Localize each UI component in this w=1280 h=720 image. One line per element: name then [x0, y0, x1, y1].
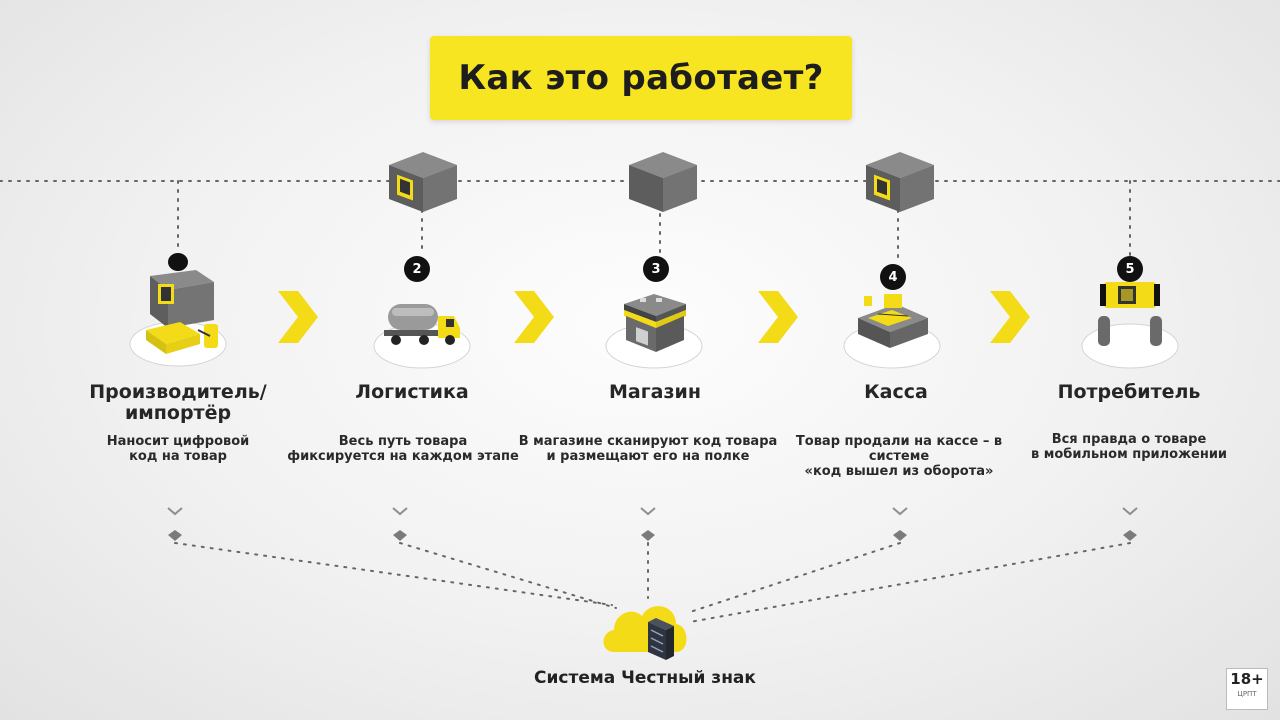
step-desc-logistics: Весь путь товара фиксируется на каждом э… [287, 434, 519, 464]
store-icon [605, 294, 703, 369]
page-title: Как это работает? [458, 58, 824, 98]
age-rating-badge: 18+ ЦРПТ [1226, 668, 1268, 710]
step-desc-checkout: Товар продали на кассе – в системе «код … [795, 434, 1003, 479]
step-desc-producer: Наносит цифровой код на товар [106, 434, 250, 464]
step-label-logistics: Логистика [355, 381, 469, 403]
package-box-icon [389, 152, 457, 212]
step-number-badge: 3 [643, 256, 669, 282]
chevron-arrow-icon [278, 291, 318, 343]
watermark-logo: ЦРПТ [1237, 690, 1257, 698]
step-label-text: Производитель/ импортёр [89, 381, 267, 424]
step-number-badge: 2 [404, 256, 430, 282]
step-label-consumer: Потребитель [1057, 381, 1201, 403]
cloud-server-icon [603, 606, 687, 660]
step-number-badge: 5 [1117, 256, 1143, 282]
chevron-arrow-icon [758, 291, 798, 343]
package-box-icon [866, 152, 934, 212]
step-label-checkout: Касса [864, 381, 928, 403]
step-number-badge: 4 [880, 264, 906, 290]
fuel-truck-icon [373, 304, 471, 369]
factory-machine-icon [129, 253, 227, 367]
system-label: Система Честный знак [534, 668, 756, 688]
chevron-arrow-icon [990, 291, 1030, 343]
cash-register-icon [843, 294, 941, 369]
step-label-store: Магазин [609, 381, 701, 403]
package-box-icon [629, 152, 697, 212]
step-label-producer: Производитель/ импортёр [58, 382, 298, 424]
age-rating-text: 18+ [1230, 670, 1264, 688]
step-desc-consumer: Вся правда о товаре в мобильном приложен… [1030, 432, 1228, 462]
title-banner: Как это работает? [430, 36, 852, 120]
step-desc-store: В магазине сканируют код товара и размещ… [518, 434, 778, 464]
phone-hands-icon [1081, 282, 1179, 369]
chevron-arrow-icon [514, 291, 554, 343]
